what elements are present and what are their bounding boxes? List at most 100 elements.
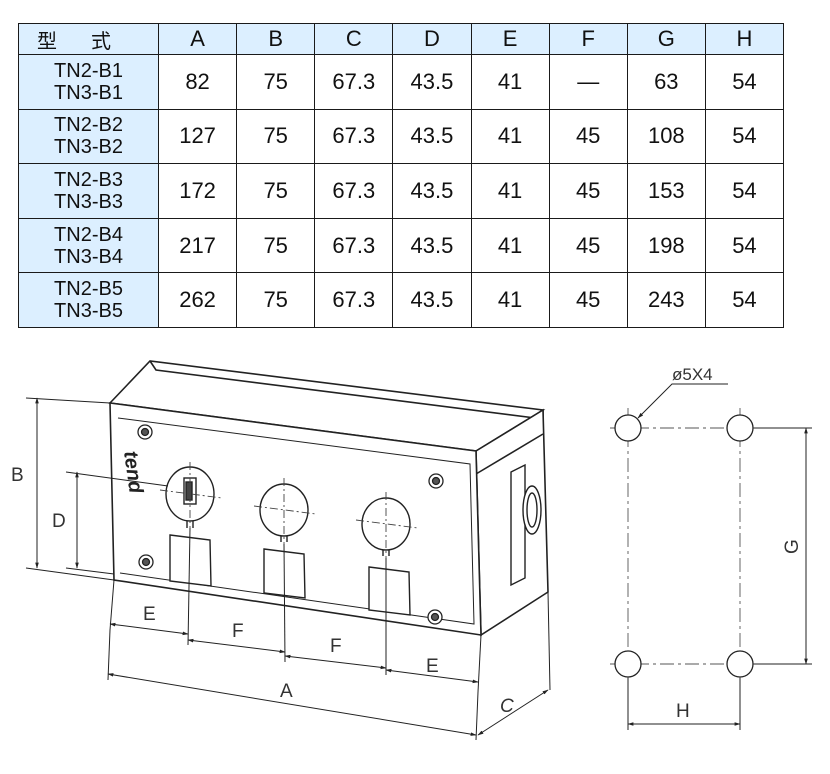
corner-screws: [137, 424, 444, 625]
mounting-pattern: ø5X4 G H: [610, 365, 812, 730]
model-tn2: TN2-B4: [54, 223, 123, 246]
label-window: [169, 534, 212, 587]
label-d: D: [52, 511, 66, 532]
header-c: C: [314, 23, 394, 55]
cell-h: 54: [704, 108, 785, 165]
cell-b: 75: [236, 163, 316, 219]
model-tn3: TN3-B2: [54, 136, 123, 159]
cell-c: 67.3: [314, 217, 394, 274]
label-e2: E: [426, 656, 439, 677]
front-inner-frame: [117, 417, 475, 625]
label-f2: F: [330, 636, 342, 657]
cell-h: 54: [704, 54, 785, 110]
model-tn2: TN2-B2: [54, 114, 123, 137]
model-tn2: TN2-B5: [54, 278, 123, 301]
label-windows: [169, 534, 411, 616]
cell-f: 45: [548, 163, 628, 219]
screw-icon: [427, 609, 443, 625]
cell-a: 82: [157, 54, 238, 110]
label-g: G: [782, 539, 803, 554]
mounting-hole: [614, 650, 642, 678]
mounting-hole: [614, 414, 642, 442]
cell-e: 41: [470, 108, 550, 165]
cell-g: 198: [626, 217, 706, 274]
cell-h: 54: [704, 272, 785, 328]
cell-e: 41: [470, 54, 550, 110]
dim-f1-line: [187, 638, 286, 654]
screw-icon: [138, 554, 154, 570]
dimension-labels: B D E F F E A C: [11, 465, 514, 717]
cell-f: 45: [548, 217, 628, 274]
hole-centerlines: [159, 462, 419, 558]
cell-g: 63: [626, 54, 706, 110]
label-c: C: [500, 696, 514, 717]
cell-b: 75: [236, 272, 316, 328]
cell-e: 41: [470, 272, 550, 328]
label-e1: E: [143, 604, 156, 625]
cell-c: 67.3: [314, 272, 394, 328]
cell-d: 43.5: [392, 217, 472, 274]
mounting-hole: [726, 650, 754, 678]
cell-b: 75: [236, 54, 316, 110]
side-knockout: [510, 463, 542, 587]
label-f1: F: [232, 621, 244, 642]
dim-f2-line: [284, 654, 387, 670]
header-a: A: [157, 23, 238, 55]
label-b: B: [11, 465, 24, 486]
header-h: H: [704, 23, 785, 55]
cell-h: 54: [704, 217, 785, 274]
side-groove: [475, 433, 544, 475]
cell-c: 67.3: [314, 163, 394, 219]
cell-c: 67.3: [314, 54, 394, 110]
model-tn3: TN3-B4: [54, 245, 123, 268]
dim-a-line: [107, 673, 477, 736]
header-f: F: [548, 23, 628, 55]
hole-note: ø5X4: [672, 365, 713, 384]
cell-f: —: [548, 54, 628, 110]
cell-f: 45: [548, 108, 628, 165]
model-tn2: TN2-B3: [54, 168, 123, 191]
cell-a: 127: [157, 108, 238, 165]
cell-d: 43.5: [392, 108, 472, 165]
technical-drawing: tend: [11, 360, 812, 741]
model-tn3: TN3-B1: [54, 81, 123, 104]
cell-d: 43.5: [392, 272, 472, 328]
cell-e: 41: [470, 163, 550, 219]
cell-d: 43.5: [392, 54, 472, 110]
model-tn3: TN3-B3: [54, 190, 123, 213]
header-e: E: [470, 23, 550, 55]
dim-e1-line: [109, 622, 189, 636]
model-tn2: TN2-B1: [54, 59, 123, 82]
header-b: B: [236, 23, 316, 55]
screw-icon: [137, 424, 153, 440]
cell-g: 108: [626, 108, 706, 165]
cell-f: 45: [548, 272, 628, 328]
cell-a: 172: [157, 163, 238, 219]
cell-b: 75: [236, 217, 316, 274]
hole-callout-leader: [637, 383, 728, 419]
label-h: H: [676, 701, 690, 722]
table-header-row: 型式 A B C D E F G H: [18, 23, 785, 55]
label-a: A: [280, 681, 293, 702]
cell-a: 262: [157, 272, 238, 328]
header-model: 型式: [18, 23, 159, 55]
screw-icon: [428, 473, 444, 489]
model-tn3: TN3-B5: [54, 300, 123, 323]
cell-h: 54: [704, 163, 785, 219]
cell-a: 217: [157, 217, 238, 274]
cell-g: 243: [626, 272, 706, 328]
dimension-lines: [25, 397, 551, 741]
header-g: G: [626, 23, 706, 55]
cell-e: 41: [470, 217, 550, 274]
cell-d: 43.5: [392, 163, 472, 219]
